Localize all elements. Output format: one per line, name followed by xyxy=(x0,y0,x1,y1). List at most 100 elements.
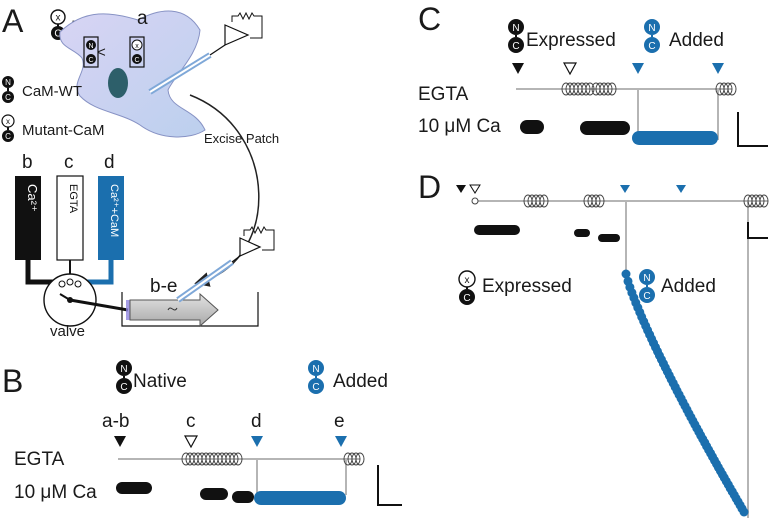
tube-letter-d: d xyxy=(104,152,115,173)
marker-c-black xyxy=(512,63,524,74)
svg-text:C: C xyxy=(54,29,61,40)
svg-text:x: x xyxy=(56,13,61,24)
svg-text:x: x xyxy=(6,117,10,126)
tubing-cam xyxy=(80,260,114,285)
svg-text:C: C xyxy=(120,382,127,393)
trace-b-ca-segment-1 xyxy=(116,482,152,494)
marker-c-blue-2 xyxy=(712,63,724,74)
trace-c xyxy=(516,82,737,145)
marker-d-open xyxy=(469,184,481,194)
trace-d-start xyxy=(471,197,479,205)
native-label: Native xyxy=(133,371,187,392)
svg-text:N: N xyxy=(512,23,519,34)
marker-d-black xyxy=(456,185,466,193)
trace-b-rings xyxy=(229,452,239,466)
egta-label-c: EGTA xyxy=(418,84,469,105)
added-label-b: Added xyxy=(333,371,388,392)
legend-mutant-label: Mutant-CaM xyxy=(22,122,105,139)
expressed-cam-icon-c: N C xyxy=(508,19,524,53)
ca-label-b: 10 μM Ca xyxy=(14,482,97,503)
trace-d-rings-2 xyxy=(591,194,601,208)
panel-label-d: D xyxy=(418,169,441,205)
legend-mutant-icon: x C xyxy=(1,114,15,142)
cell-label-a: a xyxy=(137,8,148,29)
marker-label-e: e xyxy=(334,411,345,432)
trace-b-rings xyxy=(233,452,243,466)
cell-nucleus xyxy=(108,68,128,98)
marker-d-blue-2 xyxy=(676,185,686,193)
marker-d-blue-1 xyxy=(620,185,630,193)
trace-b-rings-end xyxy=(351,452,361,466)
trace-d-cam-point xyxy=(739,507,749,517)
added-cam-icon-c: N C xyxy=(644,19,660,53)
marker-c xyxy=(183,435,199,449)
trace-d xyxy=(471,194,769,518)
svg-text:N: N xyxy=(88,43,93,50)
trace-c-ca-segment-1 xyxy=(520,120,544,134)
added-label-d: Added xyxy=(661,276,716,297)
mutant-cam-icon-top: x C xyxy=(50,9,66,40)
tube-egta xyxy=(56,175,84,261)
trace-c-rings-2 xyxy=(607,82,617,96)
trace-c-rings-1 xyxy=(581,82,591,96)
trace-c-rings-3 xyxy=(723,82,733,96)
added-cam-icon-d: N C xyxy=(639,269,655,303)
trace-b-cam-segment xyxy=(254,491,346,505)
trace-d-ca-segment-2 xyxy=(574,229,590,237)
trace-b-rings-end xyxy=(355,452,365,466)
svg-text:<: < xyxy=(97,44,106,61)
expressed-cam-icon-d: x C xyxy=(458,270,476,305)
marker-c-open xyxy=(562,62,578,76)
svg-text:Ca²⁺: Ca²⁺ xyxy=(25,184,40,212)
svg-text:x: x xyxy=(135,43,139,50)
svg-text:C: C xyxy=(5,132,11,141)
marker-d xyxy=(251,436,263,447)
scale-bar-b xyxy=(377,465,402,506)
trace-c-rings-2 xyxy=(603,82,613,96)
trace-c-rings-1 xyxy=(585,82,595,96)
trace-d-rings-3 xyxy=(755,194,765,208)
valve-outlet xyxy=(69,298,129,312)
svg-text:EGTA: EGTA xyxy=(67,184,79,214)
excise-label: Excise Patch xyxy=(204,131,279,146)
cam-comparison: < N C x C xyxy=(83,36,145,68)
svg-text:C: C xyxy=(463,293,470,304)
svg-text:C: C xyxy=(134,57,139,64)
expressed-label-c: Expressed xyxy=(526,30,616,51)
trace-b-ca-segment-2 xyxy=(200,488,228,500)
svg-text:N: N xyxy=(648,23,655,34)
patch-pipette-top xyxy=(148,11,263,95)
trace-b-ca-segment-3 xyxy=(232,491,254,503)
svg-text:C: C xyxy=(512,41,519,52)
svg-text:N: N xyxy=(312,364,319,375)
svg-text:C: C xyxy=(643,291,650,302)
marker-label-ab: a-b xyxy=(102,411,129,432)
added-cam-icon-b: N C xyxy=(308,360,324,394)
cell-body xyxy=(59,10,206,138)
tube-ca xyxy=(15,176,41,260)
ca-label-c: 10 μM Ca xyxy=(418,116,501,137)
svg-text:C: C xyxy=(5,93,11,102)
trace-d-rings-3 xyxy=(759,194,769,208)
panel-label-a: A xyxy=(2,3,24,39)
trace-c-rings-3 xyxy=(727,82,737,96)
chamber-label: b-e xyxy=(150,276,177,297)
tube-ca-cam xyxy=(98,176,124,260)
svg-text:Ca²⁺+CaM: Ca²⁺+CaM xyxy=(108,184,120,237)
scale-bar-c xyxy=(737,112,768,147)
svg-text:N: N xyxy=(643,273,650,284)
trace-c-cam-segment xyxy=(632,131,718,145)
legend-wt-label: CaM-WT xyxy=(22,83,82,100)
trace-d-rings-1 xyxy=(539,194,549,208)
svg-text:C: C xyxy=(648,41,655,52)
svg-text:C: C xyxy=(312,382,319,393)
svg-text:N: N xyxy=(5,78,11,87)
scale-bar-d xyxy=(747,222,768,239)
marker-ab xyxy=(114,436,126,447)
bath-chamber xyxy=(121,292,259,327)
svg-text:C: C xyxy=(88,57,93,64)
trace-b xyxy=(116,452,365,505)
trace-d-rings-2 xyxy=(595,194,605,208)
marker-label-d: d xyxy=(251,411,262,432)
valve-label: valve xyxy=(50,323,85,340)
